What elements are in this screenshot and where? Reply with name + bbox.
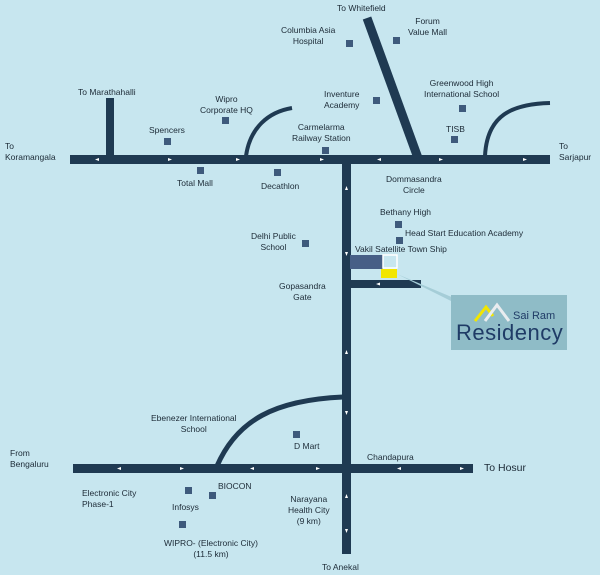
label-total-mall: Total Mall [177, 178, 213, 188]
marker-delhi-public [302, 240, 309, 247]
site-pointer [397, 274, 461, 301]
label-from-bengaluru: From Bengaluru [10, 448, 49, 469]
marker-decathlon [274, 169, 281, 176]
label-infosys: Infosys [172, 502, 199, 512]
marker-wipro-hq [222, 117, 229, 124]
road-main-vertical [342, 164, 351, 554]
marker-head-start [396, 237, 403, 244]
direction-arrows [95, 158, 527, 533]
label-dmart: D Mart [294, 441, 320, 451]
marker-total-mall [197, 167, 204, 174]
label-greenwood: Greenwood High International School [424, 78, 500, 99]
marker-bethany [395, 221, 402, 228]
marker-greenwood [459, 105, 466, 112]
roof-logo-icon [473, 302, 511, 322]
logo-title: Residency [456, 320, 564, 345]
label-marathahalli: To Marathahalli [78, 87, 136, 97]
road-whitefield [362, 16, 423, 160]
label-decathlon: Decathlon [261, 181, 300, 191]
marker-biocon [209, 492, 216, 499]
marker-electronic-city [185, 487, 192, 494]
logo-subtitle: Sai Ram [513, 310, 556, 322]
label-wipro-ec: WIPRO- (Electronic City) (11.5 km) [164, 538, 258, 559]
site-location [381, 269, 397, 278]
label-biocon: BIOCON [218, 481, 252, 491]
label-gopasandra: Gopasandra Gate [279, 281, 326, 302]
project-logo: Sai Ram Residency [451, 295, 567, 350]
label-spencers: Spencers [149, 125, 185, 135]
vakil-block [350, 255, 383, 269]
road-marathahalli [106, 98, 114, 156]
label-ebenezer: Ebenezer International School [151, 413, 237, 434]
marker-infosys [179, 521, 186, 528]
road-top-horizontal [70, 155, 550, 164]
label-bethany: Bethany High [380, 207, 432, 217]
road-greenwood-curve [483, 101, 551, 157]
label-carmelarma: Carmelarma Railway Station [292, 122, 351, 143]
road-ebenezer-curve [214, 394, 344, 467]
label-sarjapur: To Sarjapur [559, 141, 592, 162]
label-chandapura: Chandapura [367, 452, 414, 462]
marker-carmelarma [322, 147, 329, 154]
marker-spencers [164, 138, 171, 145]
label-delhi-public: Delhi Public School [251, 231, 296, 252]
label-electronic-city: Electronic City Phase-1 [82, 488, 137, 509]
label-dommasandra: Dommasandra Circle [386, 174, 442, 195]
label-wipro-hq: Wipro Corporate HQ [200, 94, 253, 115]
road-wipro-curve [244, 106, 293, 157]
label-forum: Forum Value Mall [408, 16, 448, 37]
label-anekal: To Anekal [322, 562, 359, 572]
label-vakil: Vakil Satellite Town Ship [355, 244, 447, 254]
label-narayana: Narayana Health City (9 km) [288, 494, 330, 526]
marker-forum [393, 37, 400, 44]
label-tisb: TISB [446, 124, 465, 134]
label-head-start: Head Start Education Academy [405, 228, 524, 238]
label-koramangala: To Koramangala [5, 141, 56, 162]
label-whitefield: To Whitefield [337, 3, 386, 13]
marker-columbia [346, 40, 353, 47]
label-columbia: Columbia Asia Hospital [281, 25, 336, 46]
marker-tisb [451, 136, 458, 143]
road-bottom-horizontal [73, 464, 473, 473]
marker-dmart [293, 431, 300, 438]
label-to-hosur: To Hosur [484, 462, 527, 474]
label-inventure: Inventure Academy [324, 89, 360, 110]
marker-inventure [373, 97, 380, 104]
road-gopasandra [350, 280, 421, 288]
vakil-site-outline [382, 254, 398, 269]
